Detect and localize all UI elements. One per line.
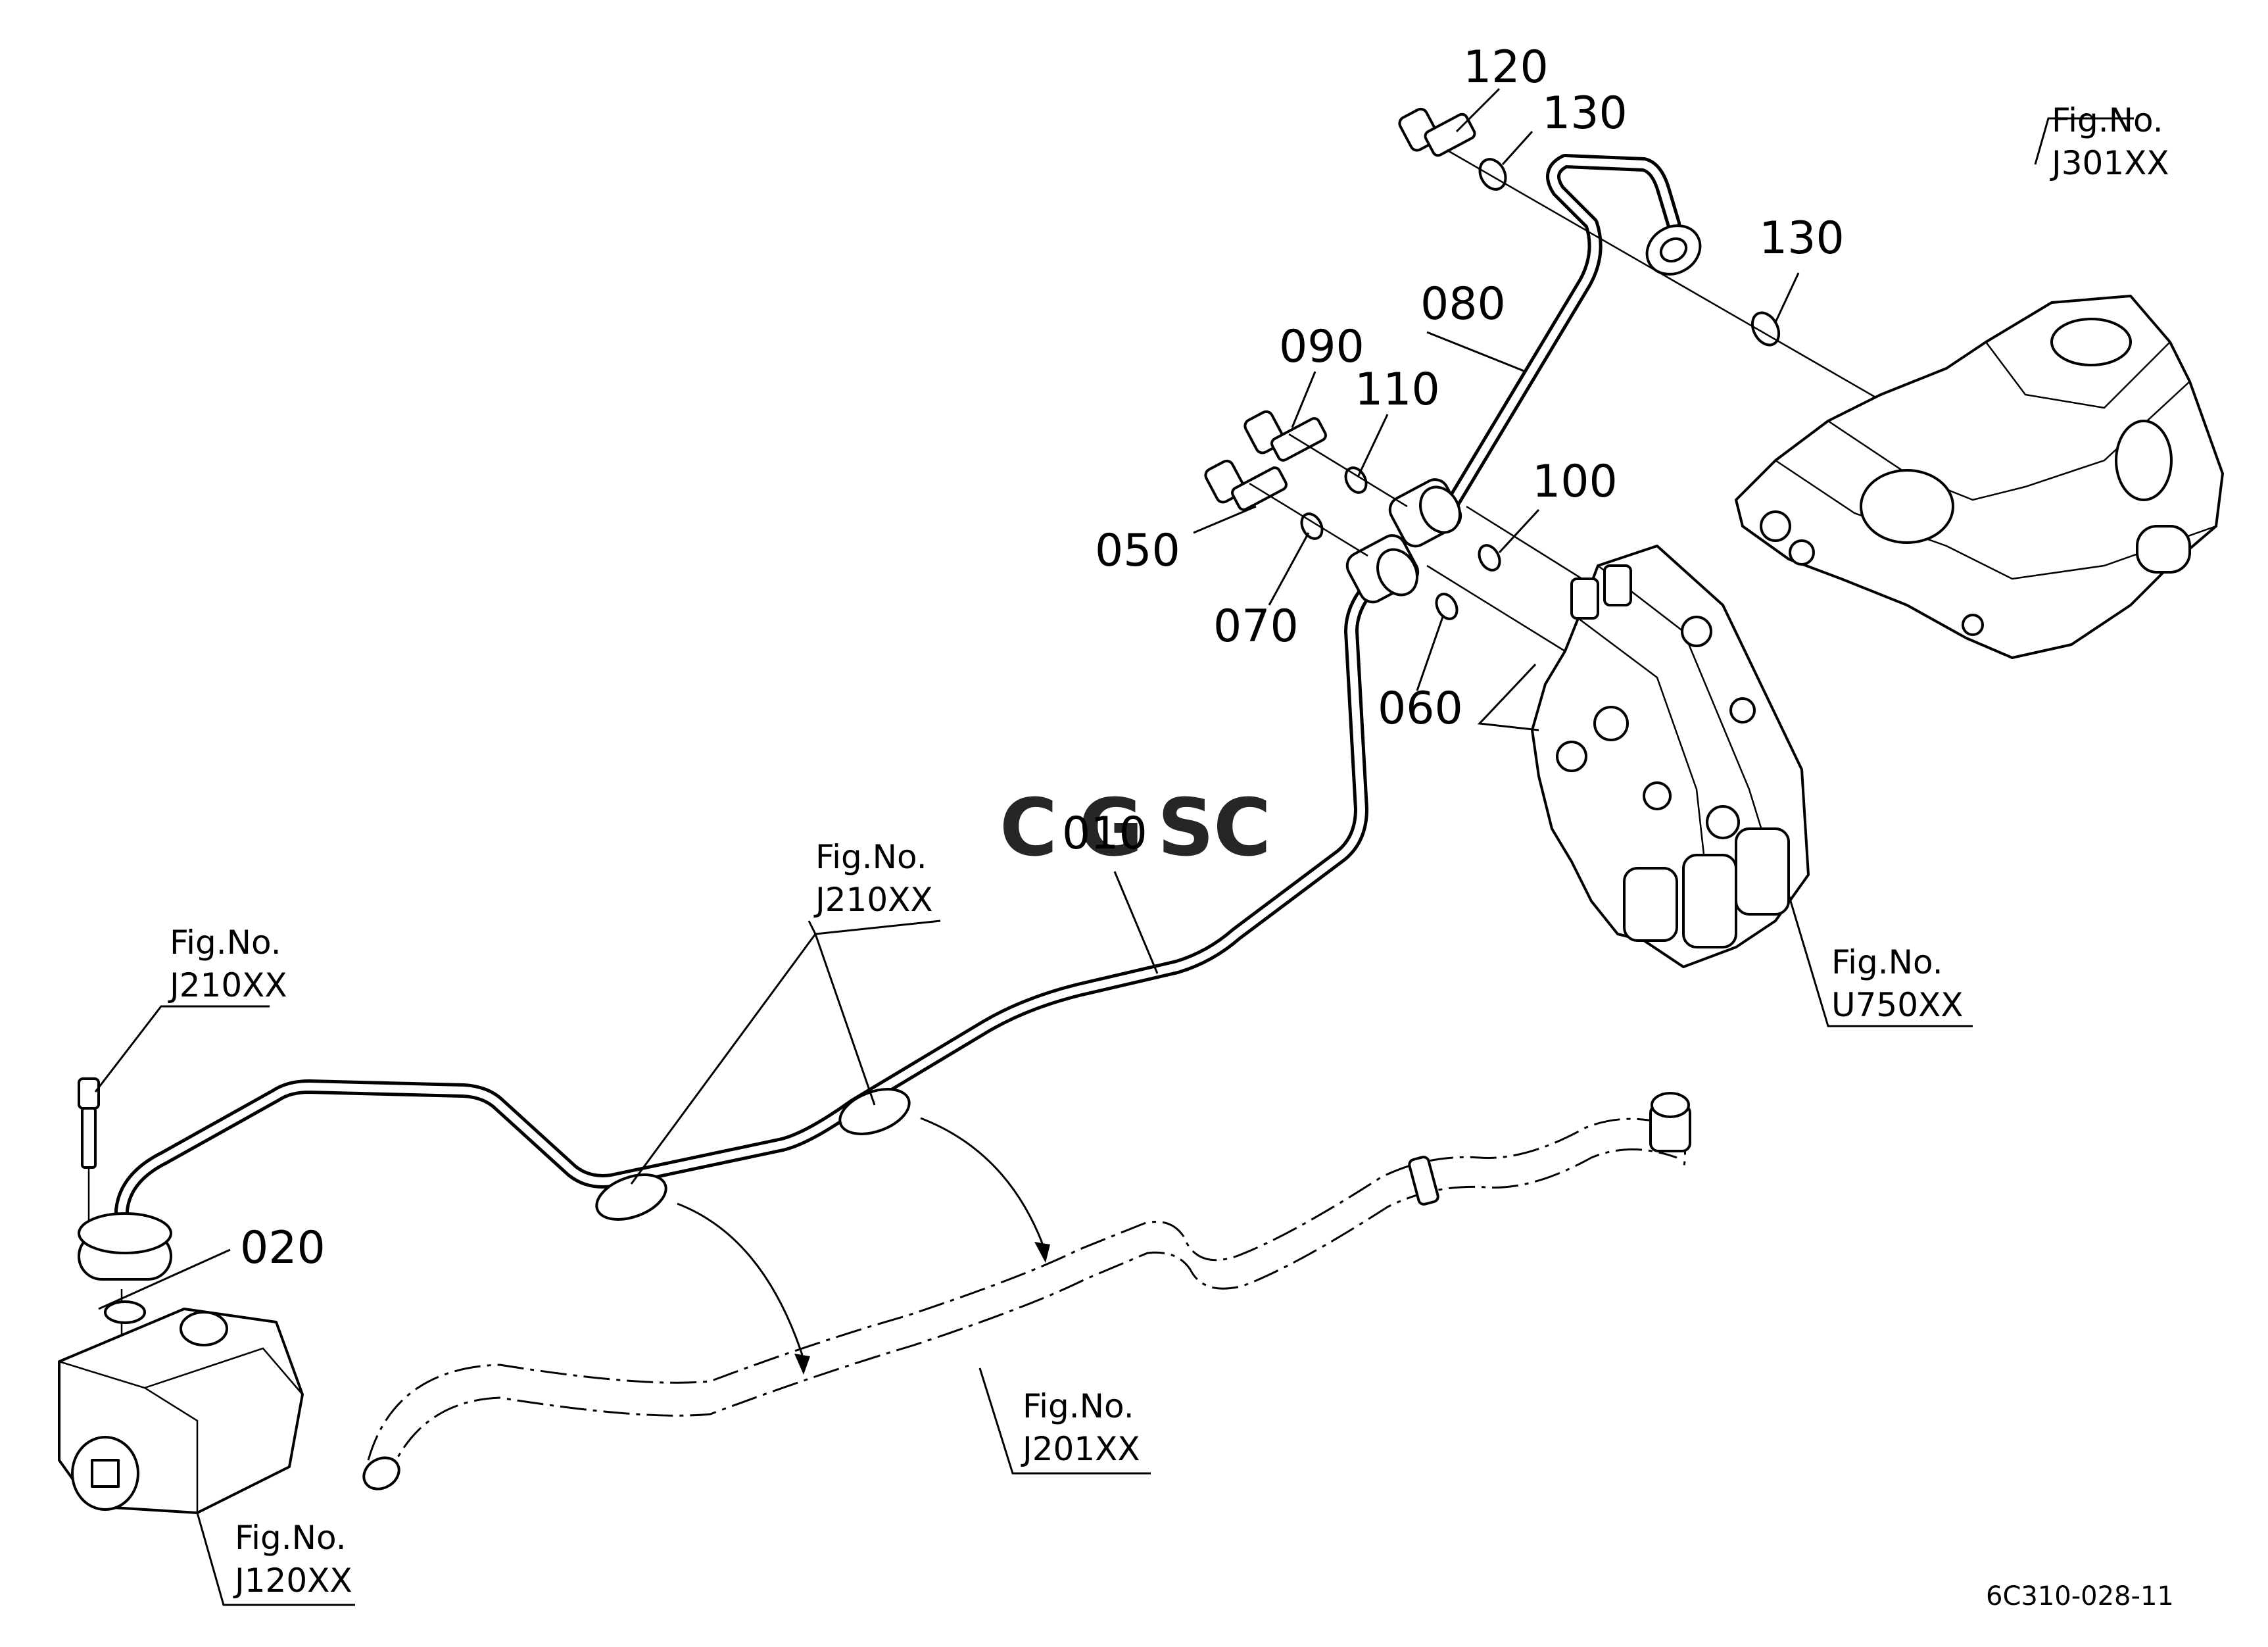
fig-u750-code: U750XX xyxy=(1831,986,1964,1024)
fig-j210-top-label: Fig.No. xyxy=(815,838,927,876)
part-number-labels: 010 020 050 060 070 080 090 100 110 120 … xyxy=(240,41,1845,1274)
fig-j210-left-code: J210XX xyxy=(168,966,287,1004)
figure-reference-labels: Fig.No. J301XX Fig.No. U750XX Fig.No. J2… xyxy=(168,101,2169,1600)
part-label-110: 110 xyxy=(1355,364,1440,416)
part-label-060: 060 xyxy=(1378,683,1463,735)
part-label-120: 120 xyxy=(1463,41,1549,93)
banjo-fitting-upper xyxy=(1388,478,1462,548)
seal-rings xyxy=(1300,158,1781,620)
fig-j201-label: Fig.No. xyxy=(1023,1387,1134,1425)
part-label-130-right: 130 xyxy=(1759,212,1845,264)
watermark-letter-4: C xyxy=(1213,783,1271,874)
part-label-100: 100 xyxy=(1532,456,1618,508)
part-label-080: 080 xyxy=(1420,278,1506,330)
fig-j301-label: Fig.No. xyxy=(2052,101,2163,139)
part-label-010: 010 xyxy=(1062,808,1147,860)
watermark-letter-2: G xyxy=(1078,783,1144,874)
control-valve xyxy=(1531,545,1810,968)
fig-j120-code: J120XX xyxy=(233,1561,352,1600)
fig-j301-code: J301XX xyxy=(2050,144,2169,182)
fig-u750-label: Fig.No. xyxy=(1831,943,1943,981)
part-label-050: 050 xyxy=(1095,525,1180,577)
fig-j210-top-code: J210XX xyxy=(813,881,933,919)
watermark-letter-3: S xyxy=(1157,783,1214,874)
diagram-code: 6C310-028-11 xyxy=(1986,1581,2174,1611)
suction-pipe xyxy=(362,1092,1691,1490)
banjo-fitting-lower xyxy=(1345,534,1420,604)
pipe-010 xyxy=(114,575,1382,1273)
fig-j201-code: J201XX xyxy=(1021,1430,1140,1468)
pipe-clamps xyxy=(595,1088,1050,1375)
fig-j120-label: Fig.No. xyxy=(235,1519,347,1557)
part-label-020: 020 xyxy=(240,1222,326,1274)
watermark-letter-1: C xyxy=(1000,783,1057,874)
hitch-housing xyxy=(1735,295,2224,659)
fig-j210-left-label: Fig.No. xyxy=(170,923,281,962)
part-label-070: 070 xyxy=(1213,601,1299,652)
part-label-090: 090 xyxy=(1279,321,1364,373)
leader-lines xyxy=(94,87,2134,1606)
pipe-080 xyxy=(1439,154,1702,520)
bolt-120 xyxy=(1398,107,1476,157)
hydraulic-pump xyxy=(58,1077,304,1514)
part-label-130-upper: 130 xyxy=(1542,87,1628,139)
cgsc-watermark: C G S C xyxy=(1000,783,1271,874)
bolt-050 xyxy=(1204,459,1288,511)
bolt-090 xyxy=(1243,410,1327,462)
